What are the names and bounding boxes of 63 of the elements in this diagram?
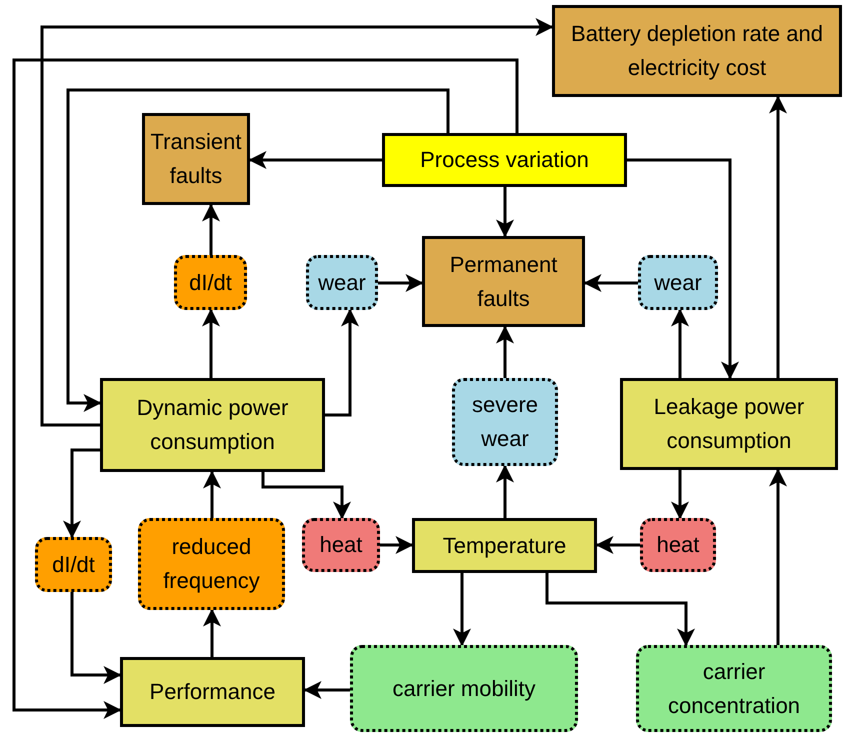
arrow bbox=[325, 308, 359, 416]
node-label: Permanent faults bbox=[448, 250, 558, 312]
arrow bbox=[769, 96, 787, 378]
mechanism-box bbox=[452, 378, 558, 466]
node-label: Temperature bbox=[442, 532, 568, 560]
mechanism-box bbox=[302, 518, 380, 572]
arrow bbox=[671, 470, 689, 520]
arrow bbox=[12, 58, 518, 719]
node-label: carrier mobility bbox=[391, 674, 537, 703]
arrow bbox=[584, 274, 638, 292]
node-label: Leakage power consumption bbox=[652, 393, 806, 455]
node-label: Process variation bbox=[419, 146, 590, 174]
arrow bbox=[203, 470, 221, 518]
mechanism-box bbox=[636, 645, 832, 732]
arrow bbox=[70, 592, 122, 684]
arrow bbox=[63, 448, 100, 538]
source-box bbox=[382, 133, 627, 187]
arrow bbox=[769, 468, 787, 645]
arrow bbox=[248, 151, 382, 169]
arrow bbox=[66, 88, 450, 412]
arrow bbox=[304, 681, 350, 699]
node-label: reduced frequency bbox=[162, 533, 261, 595]
arrow bbox=[496, 464, 514, 518]
arrow bbox=[496, 326, 514, 378]
process-box bbox=[100, 378, 325, 472]
arrow bbox=[627, 158, 739, 380]
node-label: Transient faults bbox=[150, 128, 242, 190]
arrow bbox=[453, 573, 471, 646]
node-label: severe wear bbox=[470, 391, 540, 453]
node-label: Performance bbox=[148, 678, 276, 706]
mechanism-box bbox=[35, 537, 112, 592]
node-label: dI/dt bbox=[188, 268, 233, 296]
arrow bbox=[262, 472, 351, 520]
node-label: dI/dt bbox=[51, 550, 96, 578]
outcome-box bbox=[422, 236, 585, 327]
mechanism-box bbox=[640, 518, 716, 572]
mechanism-box bbox=[138, 518, 285, 610]
node-label: carrier concentration bbox=[666, 658, 802, 720]
arrow bbox=[380, 536, 414, 554]
arrow bbox=[496, 187, 514, 238]
node-label: heat bbox=[318, 531, 364, 559]
process-box bbox=[120, 657, 305, 727]
mechanism-box bbox=[350, 645, 578, 732]
outcome-box bbox=[552, 5, 842, 97]
node-label: Dynamic power consumption bbox=[136, 394, 290, 456]
node-label: wear bbox=[653, 268, 703, 296]
arrow bbox=[378, 274, 424, 292]
process-box bbox=[412, 518, 597, 573]
mechanism-box bbox=[174, 255, 247, 310]
arrow bbox=[671, 308, 689, 378]
process-box bbox=[620, 378, 838, 470]
arrow bbox=[202, 308, 220, 378]
node-label: Battery depletion rate and electricity cost bbox=[570, 20, 824, 82]
arrow bbox=[546, 573, 695, 646]
arrow bbox=[203, 608, 221, 657]
node-label: wear bbox=[317, 268, 367, 296]
arrow bbox=[40, 18, 554, 426]
node-label: heat bbox=[656, 531, 700, 559]
arrow bbox=[596, 536, 640, 554]
mechanism-box bbox=[638, 255, 718, 310]
arrow bbox=[202, 204, 220, 255]
outcome-box bbox=[142, 113, 250, 205]
mechanism-box bbox=[306, 255, 378, 310]
